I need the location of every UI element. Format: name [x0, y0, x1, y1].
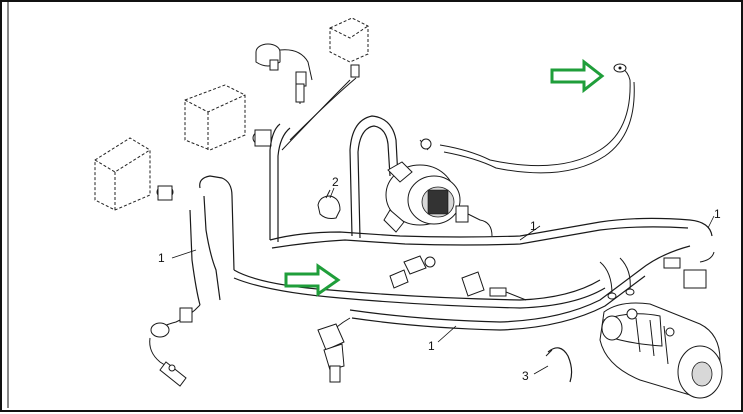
leader-1-right	[707, 215, 715, 229]
leader-3	[533, 365, 549, 375]
center-connectors	[389, 255, 527, 301]
callout-1-left: 1	[158, 251, 165, 265]
lamp-housing-middle	[184, 84, 272, 151]
ground-strap-wire	[439, 63, 635, 174]
callout-2: 2	[332, 175, 339, 189]
callout-1-center: 1	[530, 219, 537, 233]
leader-1-bottom	[437, 325, 457, 343]
right-connectors	[599, 251, 715, 300]
main-harness	[189, 77, 713, 331]
top-sensor	[255, 43, 313, 104]
cable-tie	[545, 347, 573, 383]
clamp-part	[317, 189, 341, 219]
callout-1-right: 1	[714, 207, 721, 221]
bottom-left-sensor	[149, 304, 201, 387]
leader-1-center	[519, 225, 541, 241]
callout-3: 3	[522, 369, 529, 383]
callout-1-bottom: 1	[428, 339, 435, 353]
lamp-housing-left	[94, 137, 174, 211]
green-arrow-top-right	[550, 58, 605, 94]
leader-2	[329, 187, 335, 199]
bottom-middle-plug	[317, 317, 351, 383]
lamp-housing-top	[329, 17, 369, 78]
green-arrow-center	[284, 263, 341, 297]
leader-1-left	[171, 249, 197, 259]
alternator	[383, 138, 493, 237]
starter-motor	[599, 302, 723, 399]
